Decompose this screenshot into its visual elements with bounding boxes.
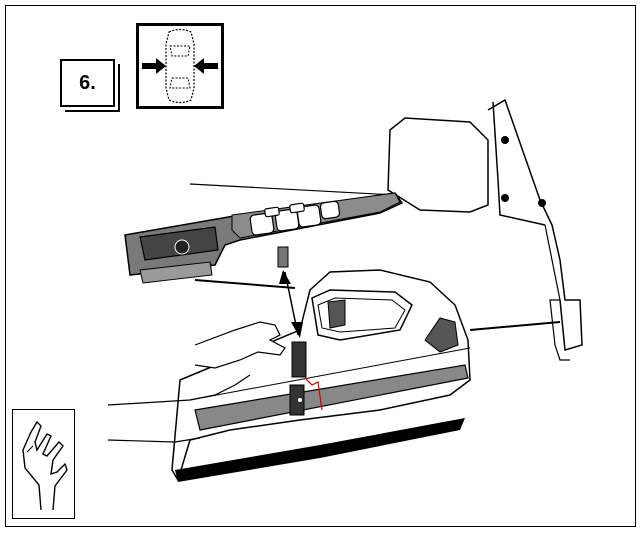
step-number-badge: 6. — [60, 59, 115, 107]
hand-icon — [12, 409, 75, 519]
step-number: 6. — [79, 72, 96, 95]
car-topview-inward-arrows-icon — [136, 23, 224, 109]
seat-back — [388, 118, 488, 212]
